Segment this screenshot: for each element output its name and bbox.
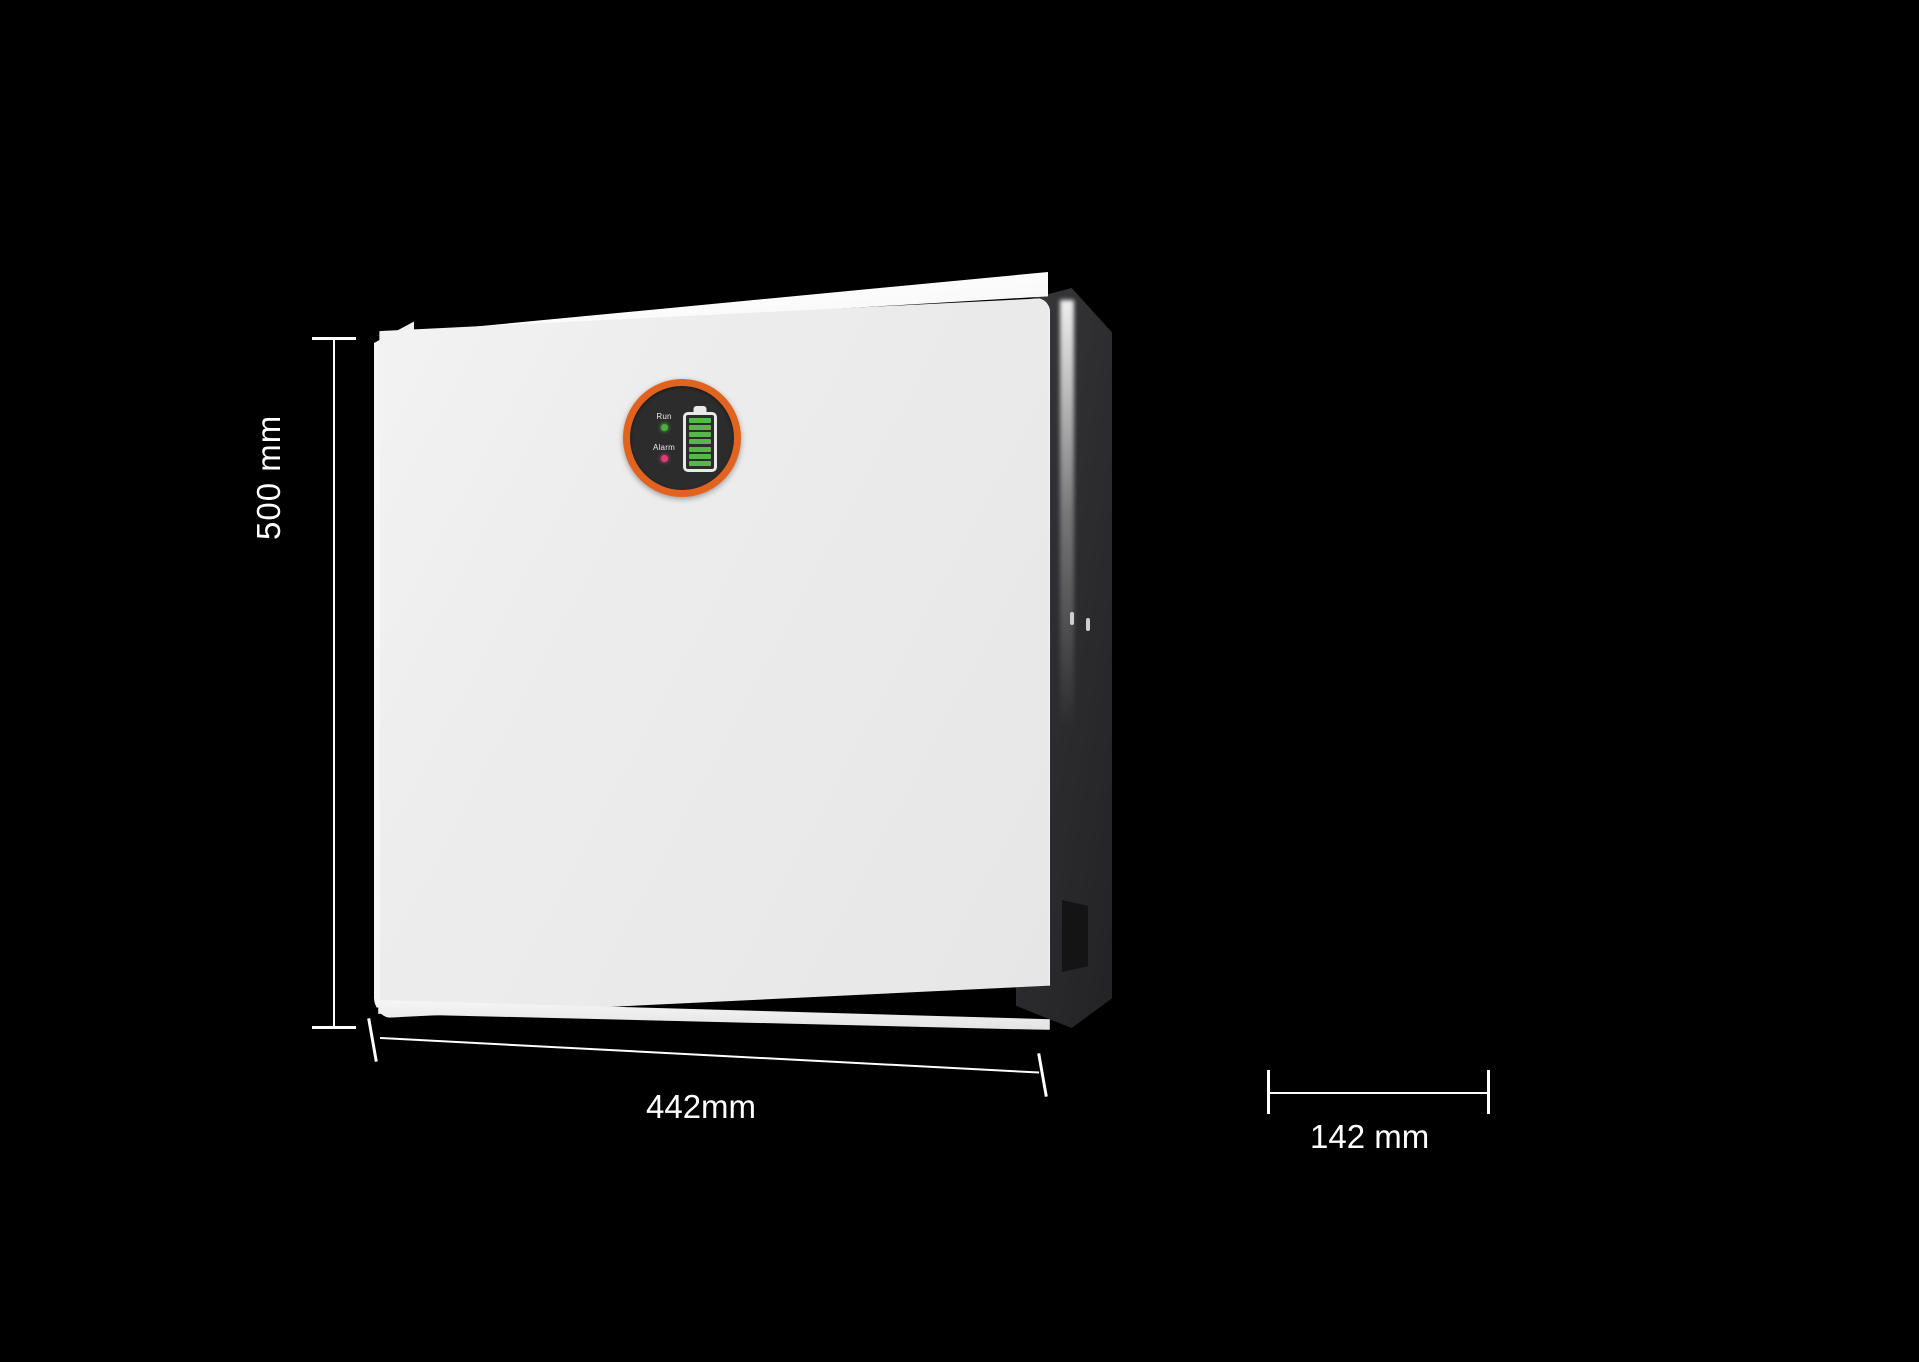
height-dimension-line	[333, 338, 335, 1028]
battery-segment	[689, 418, 711, 423]
side-vent-hole	[1070, 612, 1074, 625]
battery-segment	[689, 425, 711, 431]
battery-segment	[689, 453, 711, 459]
led-spacer	[642, 431, 686, 443]
depth-dimension-label: 142 mm	[1310, 1118, 1430, 1155]
depth-dimension-line	[1268, 1092, 1490, 1094]
battery-body	[683, 412, 717, 472]
led-run-row: Run	[642, 412, 686, 431]
status-indicator-badge: Run Alarm	[623, 379, 741, 497]
led-run-label: Run	[656, 412, 672, 421]
battery-cap	[693, 406, 707, 413]
run-led-icon	[660, 424, 668, 431]
front-side-gloss	[1060, 300, 1074, 730]
depth-dimension-cap-right	[1487, 1070, 1490, 1114]
badge-inner: Run Alarm	[630, 386, 734, 490]
depth-dimension-cap-left	[1267, 1070, 1270, 1114]
led-alarm-label: Alarm	[653, 443, 675, 452]
front-side-notch	[1062, 900, 1088, 972]
height-dimension-cap-top	[312, 337, 356, 340]
battery-segment	[689, 432, 711, 438]
battery-segment	[689, 446, 711, 452]
alarm-led-icon	[660, 455, 668, 462]
side-view	[1180, 0, 1919, 1362]
height-dimension-cap-bottom	[312, 1026, 356, 1029]
led-alarm-row: Alarm	[642, 443, 686, 462]
battery-full-icon	[683, 406, 717, 472]
battery-segment	[689, 460, 711, 466]
side-vent-hole	[1086, 618, 1090, 631]
battery-segment	[689, 439, 711, 445]
led-group: Run Alarm	[642, 412, 686, 462]
width-dimension-label: 442mm	[646, 1088, 757, 1125]
height-dimension-label: 500 mm	[250, 414, 287, 540]
front-bottom-edge	[378, 1000, 1050, 1030]
front-view: Run Alarm	[374, 272, 1112, 1030]
